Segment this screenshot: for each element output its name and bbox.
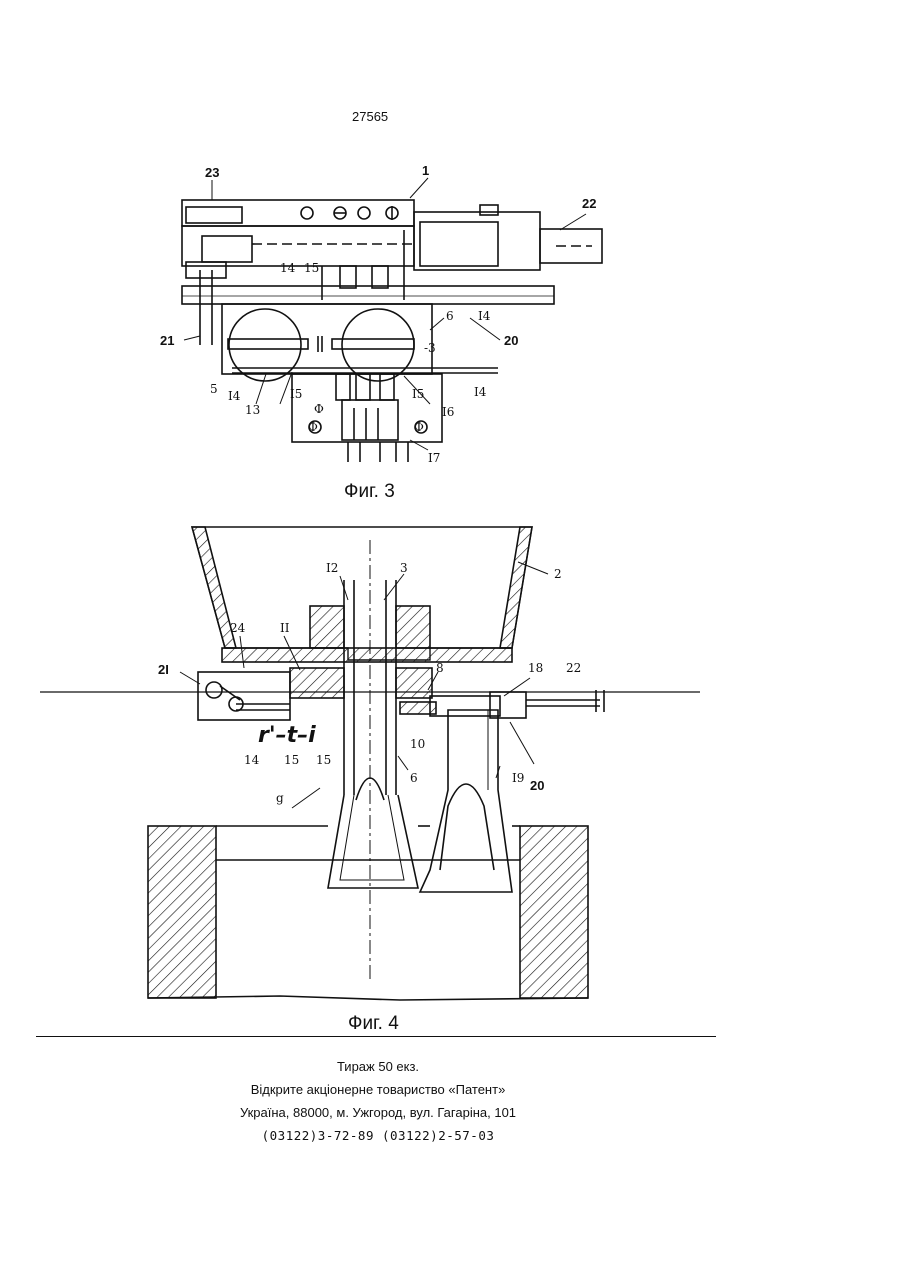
- fig4-label-8: 8: [436, 661, 444, 675]
- fig4-label-24: 24: [230, 621, 246, 635]
- footer-address: Україна, 88000, м. Ужгород, вул. Гагарін…: [0, 1105, 756, 1120]
- fig4-label-14: 14: [244, 753, 260, 767]
- figure-4-caption: Фиг. 4: [348, 1013, 399, 1035]
- footer-publisher: Відкрите акціонерне товариство «Патент»: [0, 1082, 756, 1097]
- fig4-label-15b: 15: [316, 753, 331, 767]
- fig4-label-15a: 15: [284, 753, 299, 767]
- footer-phones: (03122)3-72-89 (03122)2-57-03: [0, 1128, 756, 1143]
- fig4-label-I2: I2: [326, 561, 338, 575]
- fig4-label-10: 10: [410, 737, 425, 751]
- fig4-label-18: 18: [528, 661, 543, 675]
- fig4-label-2I: 2I: [158, 662, 169, 677]
- fig4-label-II: II: [280, 621, 290, 635]
- fig4-label-g: g: [276, 791, 284, 805]
- fig4-artifact-text: r'–t–i: [258, 723, 316, 748]
- fig4-label-2: 2: [554, 567, 562, 581]
- fig4-label-22: 22: [566, 661, 581, 675]
- fig4-label-6: 6: [410, 771, 418, 785]
- fig4-label-20: 20: [530, 778, 544, 793]
- fig4-label-I9: I9: [512, 771, 524, 785]
- footer-divider: [36, 1036, 716, 1037]
- fig4-label-3: 3: [400, 561, 408, 575]
- footer-circulation: Тираж 50 екз.: [0, 1059, 756, 1074]
